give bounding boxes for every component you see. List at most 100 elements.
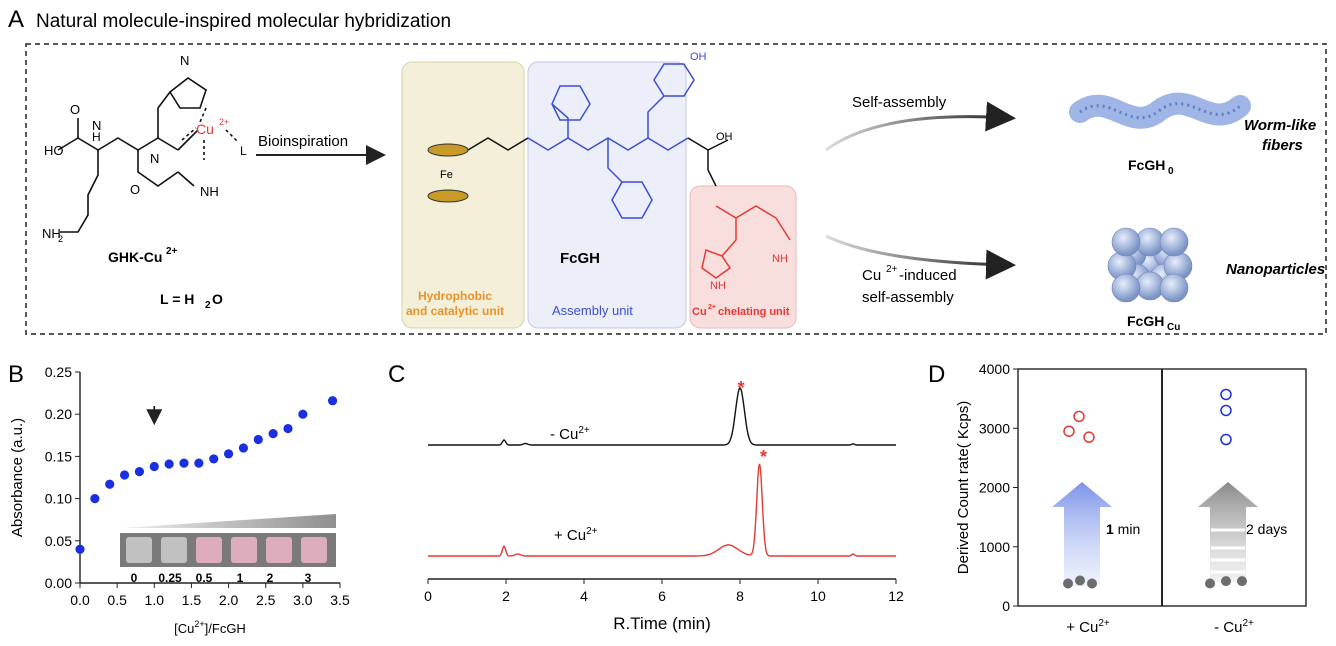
b-inset-vial [301, 537, 327, 563]
b-inset-label: 3 [305, 571, 312, 585]
b-inset-vial [231, 537, 257, 563]
worm-fibers-label-2: fibers [1262, 137, 1303, 154]
c-x-tick-label: 12 [888, 588, 904, 604]
panel-d-letter: D [928, 361, 945, 388]
d-arrow-plus-cu [1052, 482, 1112, 586]
c-x-tick-label: 6 [658, 588, 666, 604]
fcgh-label: FcGH [560, 250, 600, 267]
ferrocene-icon: Fe [427, 143, 469, 203]
b-inset-vial [266, 537, 292, 563]
nanoparticle-icon [1107, 227, 1193, 303]
svg-text:NH: NH [710, 280, 726, 292]
svg-text:N: N [180, 53, 189, 68]
b-data-point [253, 434, 263, 445]
hydrophobic-unit-label-1: Hydrophobic [418, 289, 492, 303]
b-data-point [75, 544, 85, 554]
d-open-point [1220, 433, 1232, 446]
svg-text:2+: 2+ [708, 304, 716, 311]
panel-a-letter: A [8, 6, 24, 33]
b-data-point [179, 458, 189, 468]
d-open-point [1220, 388, 1232, 401]
nanoparticle-sphere [1111, 273, 1141, 303]
b-x-tick-label: 3.0 [293, 592, 313, 608]
ghk-cu-structure [57, 77, 239, 233]
svg-text:Fe: Fe [440, 169, 453, 181]
b-y-tick-label: 0.05 [45, 533, 72, 549]
b-x-tick-label: 2.5 [256, 592, 276, 608]
d-open-point [1063, 425, 1075, 437]
c-trace-plus-cu [428, 463, 896, 557]
svg-text:OH: OH [690, 51, 707, 63]
fcgh-backbone-blue [527, 63, 695, 219]
b-x-tick-label: 0.0 [70, 592, 90, 608]
svg-text:NH: NH [772, 253, 788, 265]
b-x-tick-label: 1.0 [145, 592, 165, 608]
svg-text:O: O [70, 102, 80, 117]
b-x-tick-label: 1.5 [182, 592, 202, 608]
nanoparticle-sphere [1111, 227, 1141, 257]
hydrophobic-unit-label-2: and catalytic unit [406, 304, 504, 318]
b-data-point [327, 396, 338, 406]
svg-text:Cu: Cu [862, 267, 881, 284]
c-trace-minus-cu [428, 386, 896, 446]
svg-text:2: 2 [58, 234, 63, 244]
b-data-point [164, 459, 174, 469]
svg-text:2+: 2+ [166, 246, 178, 257]
c-x-tick-label: 0 [424, 588, 432, 604]
svg-text:HO: HO [44, 143, 64, 158]
c-peak-marker: * [737, 378, 744, 398]
svg-text:2: 2 [205, 300, 211, 311]
c-peak-marker: * [760, 447, 767, 467]
b-y-tick-label: 0.20 [45, 406, 72, 422]
assembly-unit-box [527, 61, 687, 329]
d-filled-point [1087, 578, 1097, 589]
b-y-axis-label: Absorbance (a.u.) [9, 418, 26, 537]
b-data-point [90, 494, 100, 504]
b-inset-label: 2 [267, 571, 274, 585]
b-x-tick-label: 2.0 [219, 592, 239, 608]
c-x-tick-label: 2 [502, 588, 510, 604]
b-inset-label: 0 [131, 571, 138, 585]
b-inset-vial [161, 537, 187, 563]
b-data-point [298, 409, 308, 419]
b-data-point [209, 454, 219, 464]
d-filled-point [1063, 578, 1073, 589]
svg-text:2+: 2+ [886, 264, 898, 275]
panel-a-frame [25, 43, 1327, 335]
panel-a-title: Natural molecule-inspired molecular hybr… [36, 11, 451, 32]
nanoparticle-sphere [1159, 273, 1189, 303]
self-assembly-label: Self-assembly [852, 94, 947, 111]
b-x-tick-label: 3.5 [330, 592, 350, 608]
svg-text:0: 0 [1168, 166, 1174, 177]
b-data-point [149, 461, 159, 472]
svg-text:Cu: Cu [692, 306, 707, 318]
c-series-label-minus: - Cu2+ [550, 425, 590, 443]
b-inset-label: 0.5 [196, 571, 213, 585]
b-x-tick-label: 0.5 [107, 592, 127, 608]
svg-text:O: O [212, 291, 223, 307]
b-y-tick-label: 0.15 [45, 448, 72, 464]
d-y-tick-label: 1000 [979, 539, 1010, 555]
d-y-tick-label: 0 [1002, 598, 1010, 614]
svg-text:H: H [92, 130, 101, 144]
cu-induced-arrow [825, 234, 1016, 280]
svg-text:N: N [92, 118, 101, 133]
b-inset-wedge [122, 514, 336, 528]
worm-fiber-icon [1069, 92, 1251, 129]
c-series-label-plus: + Cu2+ [554, 526, 598, 544]
ghk-label: GHK-Cu [108, 249, 162, 265]
c-x-axis-label: R.Time (min) [613, 614, 711, 633]
b-data-point [119, 470, 130, 480]
fcgh-histidine-red [701, 205, 791, 279]
d-filled-point [1221, 576, 1231, 587]
panel-b-letter: B [8, 361, 24, 388]
b-data-point [194, 458, 204, 468]
b-inset-vial [126, 537, 152, 563]
fcghcu-label: FcGH [1127, 313, 1164, 329]
d-open-point [1083, 431, 1095, 443]
chelating-unit-box [689, 185, 797, 329]
svg-text:N: N [150, 151, 159, 166]
b-inset-label: 0.25 [158, 571, 182, 585]
b-inset-vial [196, 537, 222, 563]
